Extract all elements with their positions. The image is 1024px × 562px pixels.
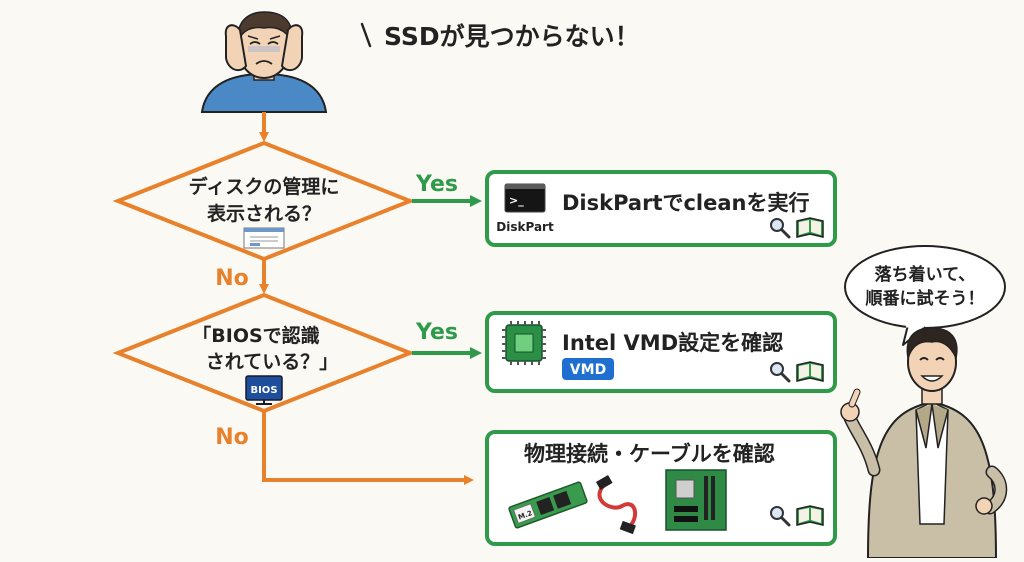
result-intel-vmd: Intel VMD設定を確認 VMD: [485, 311, 837, 393]
magnifier-icon: [770, 506, 791, 527]
yes-branch-2: Yes: [412, 320, 482, 359]
result-diskpart: >_ DiskPart DiskPartでcleanを実行: [485, 170, 837, 247]
yes-label-1: Yes: [415, 172, 458, 197]
yes-label-2: Yes: [415, 320, 458, 345]
decision-1-line-2: 表示される？: [207, 202, 321, 225]
orange-flow-connectors: [259, 112, 474, 485]
decision-bios: 「BIOSで認識 されている？」 BIOS: [112, 292, 416, 414]
motherboard-icon: [665, 469, 727, 531]
cpu-chip-icon: [502, 321, 546, 365]
bios-monitor-icon: BIOS: [245, 375, 283, 405]
result-3-title: 物理接続・ケーブルを確認: [524, 442, 775, 466]
disk-management-window-icon: [243, 227, 285, 249]
decision-2-line-2: されている？」: [206, 351, 338, 373]
book-icon: [796, 217, 824, 238]
book-icon: [796, 361, 824, 382]
advice-speech-bubble: 落ち着いて、 順番に試そう！: [844, 245, 1006, 346]
worried-person-illustration: [200, 11, 372, 113]
decision-1-line-1: ディスクの管理に: [189, 175, 340, 198]
advice-line-1: 落ち着いて、: [875, 264, 976, 285]
no-label-1: No: [215, 266, 249, 291]
book-icon: [796, 505, 824, 526]
diskpart-icon-label: DiskPart: [496, 220, 554, 234]
magnifier-icon: [770, 362, 791, 383]
advice-line-2: 順番に試そう！: [866, 288, 985, 309]
decision-2-line-1: 「BIOSで認識: [192, 324, 319, 347]
vmd-badge: [562, 358, 614, 380]
confident-man-illustration: [840, 327, 1008, 559]
result-1-title: DiskPartでcleanを実行: [562, 191, 810, 215]
magnifier-icon: [770, 218, 791, 239]
m2-ssd-icon: M.2: [508, 481, 588, 529]
no-label-2: No: [215, 425, 249, 450]
page-title: SSDが見つからない！: [384, 22, 640, 51]
terminal-prompt: >_: [509, 194, 524, 207]
result-2-title: Intel VMD設定を確認: [562, 331, 783, 355]
yes-branch-1: Yes: [412, 172, 482, 207]
bios-icon-label: BIOS: [250, 385, 277, 396]
sata-cable-icon: [595, 475, 638, 535]
terminal-icon: >_: [504, 183, 546, 213]
decision-disk-management: ディスクの管理に 表示される？: [112, 140, 416, 262]
vmd-badge-label: VMD: [570, 362, 606, 378]
result-physical-connection: 物理接続・ケーブルを確認 M.2: [485, 430, 837, 546]
